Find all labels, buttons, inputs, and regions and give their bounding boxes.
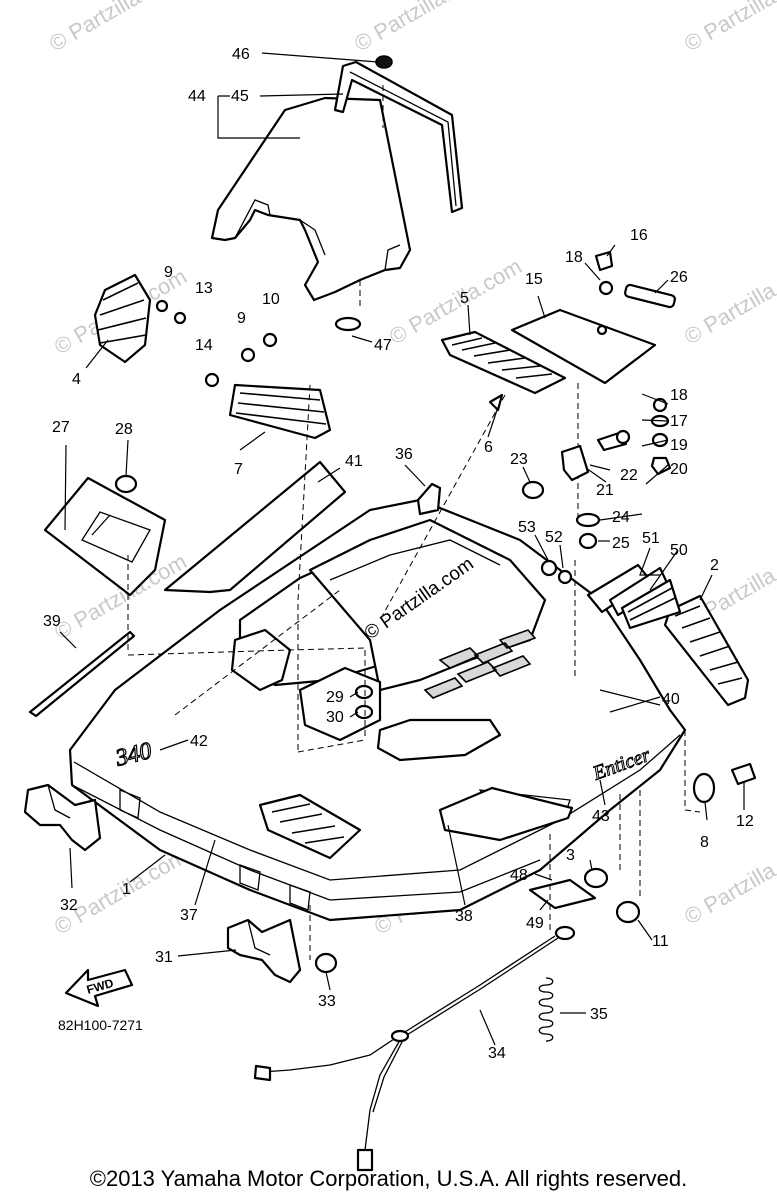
part-label: 37 [180, 907, 198, 924]
windshield-assembly [210, 55, 464, 332]
part-label: 16 [630, 227, 648, 244]
part-labels: 46 44 45 47 9 13 10 9 14 4 7 5 15 16 18 … [43, 46, 754, 1062]
part-label: 17 [670, 413, 688, 430]
part-label: 4 [72, 371, 81, 388]
part-label: 20 [670, 461, 688, 478]
part-label: 1 [122, 881, 131, 898]
part-label: 53 [518, 519, 536, 536]
mount-36 [416, 482, 442, 516]
copyright-notice: ©2013 Yamaha Motor Corporation, U.S.A. A… [89, 1166, 688, 1191]
hinges [23, 783, 338, 984]
part-label: 40 [662, 691, 680, 708]
part-label: 21 [596, 482, 614, 499]
part-label: 51 [642, 530, 660, 547]
damper-8 [692, 772, 716, 804]
part-label: 25 [612, 535, 630, 552]
part-label: 7 [234, 461, 243, 478]
part-label: 9 [237, 310, 246, 327]
side-grill-4 [93, 273, 187, 364]
rod-39 [28, 630, 136, 718]
side-panel-27 [43, 474, 167, 597]
part-label: 3 [566, 847, 575, 864]
part-label: 11 [652, 933, 669, 950]
strip-41 [163, 460, 347, 594]
part-label: 12 [736, 813, 754, 830]
part-label: 6 [484, 439, 493, 456]
vent-grill-7 [204, 332, 332, 440]
part-label: 30 [326, 709, 344, 726]
part-label: 50 [670, 542, 688, 559]
part-label: 10 [262, 291, 280, 308]
part-label: 22 [620, 467, 638, 484]
part-label: 48 [510, 867, 528, 884]
drawing-code: 82H100-7271 [58, 1017, 143, 1033]
side-grill-2 [663, 594, 750, 707]
part-label: 5 [460, 290, 469, 307]
watermark: © Partzilla.com [385, 254, 526, 350]
part-label: 46 [232, 46, 250, 63]
leader-lines [59, 52, 745, 1046]
watermark: © Partzilla.com [350, 0, 491, 56]
part-label: 8 [700, 834, 709, 851]
trim-cap [375, 55, 393, 69]
part-label: 13 [195, 280, 213, 297]
watermark: © Partzilla.com [50, 844, 191, 940]
watermark: © Partzilla.com [680, 834, 777, 930]
part-label: 45 [231, 88, 249, 105]
part-label: 39 [43, 613, 61, 630]
part-label: 26 [670, 269, 688, 286]
part-label: 43 [592, 808, 610, 825]
part-label: 47 [374, 337, 392, 354]
part-label: 49 [526, 915, 544, 932]
part-label: 27 [52, 419, 70, 436]
bracket-group [521, 429, 631, 550]
part-label: 2 [710, 557, 719, 574]
part-label: 19 [670, 437, 688, 454]
part-label: 29 [326, 689, 344, 706]
washer-47 [334, 316, 362, 332]
part-label: 15 [525, 271, 543, 288]
watermark: © Partzilla.com [45, 0, 186, 56]
part-label: 34 [488, 1045, 506, 1062]
plate-49 [528, 878, 597, 910]
bolt-12 [730, 762, 757, 786]
part-label: 18 [565, 249, 583, 266]
part-label: 44 [188, 88, 206, 105]
strip-38 [438, 786, 574, 842]
part-label: 24 [612, 509, 630, 526]
part-label: 42 [190, 733, 208, 750]
grommet-3 [583, 867, 609, 889]
part-label: 38 [455, 908, 473, 925]
watermark: © Partzilla.com [680, 254, 777, 350]
guide-lines [127, 85, 701, 960]
part-label: 32 [60, 897, 78, 914]
part-label: 33 [318, 993, 336, 1010]
part-label: 41 [345, 453, 363, 470]
part-label: 52 [545, 529, 563, 546]
top-vent-assembly [440, 250, 676, 520]
part-label: 36 [395, 446, 413, 463]
vent-plate-50-51 [540, 559, 682, 630]
part-label: 23 [510, 451, 528, 468]
watermark: © Partzilla.com [680, 0, 777, 56]
part-label: 18 [670, 387, 688, 404]
part-label: 31 [155, 949, 173, 966]
cable-spring [253, 925, 576, 1172]
part-label: 9 [164, 264, 173, 281]
grommet-11 [615, 900, 641, 924]
fwd-arrow-icon: FWD [64, 968, 134, 1008]
part-label: 35 [590, 1006, 608, 1023]
part-label: 28 [115, 421, 133, 438]
part-label: 14 [195, 337, 213, 354]
